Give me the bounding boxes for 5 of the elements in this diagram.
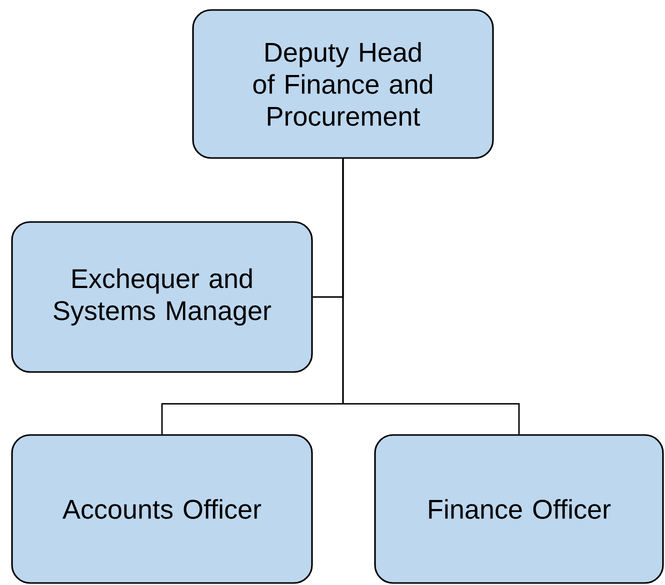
- org-box: Deputy Head of Finance and Procurement: [192, 9, 494, 159]
- connector-line: [342, 158, 520, 434]
- org-box: Accounts Officer: [11, 434, 313, 584]
- org-box: Exchequer and Systems Manager: [11, 221, 313, 373]
- org-box: Finance Officer: [374, 434, 664, 584]
